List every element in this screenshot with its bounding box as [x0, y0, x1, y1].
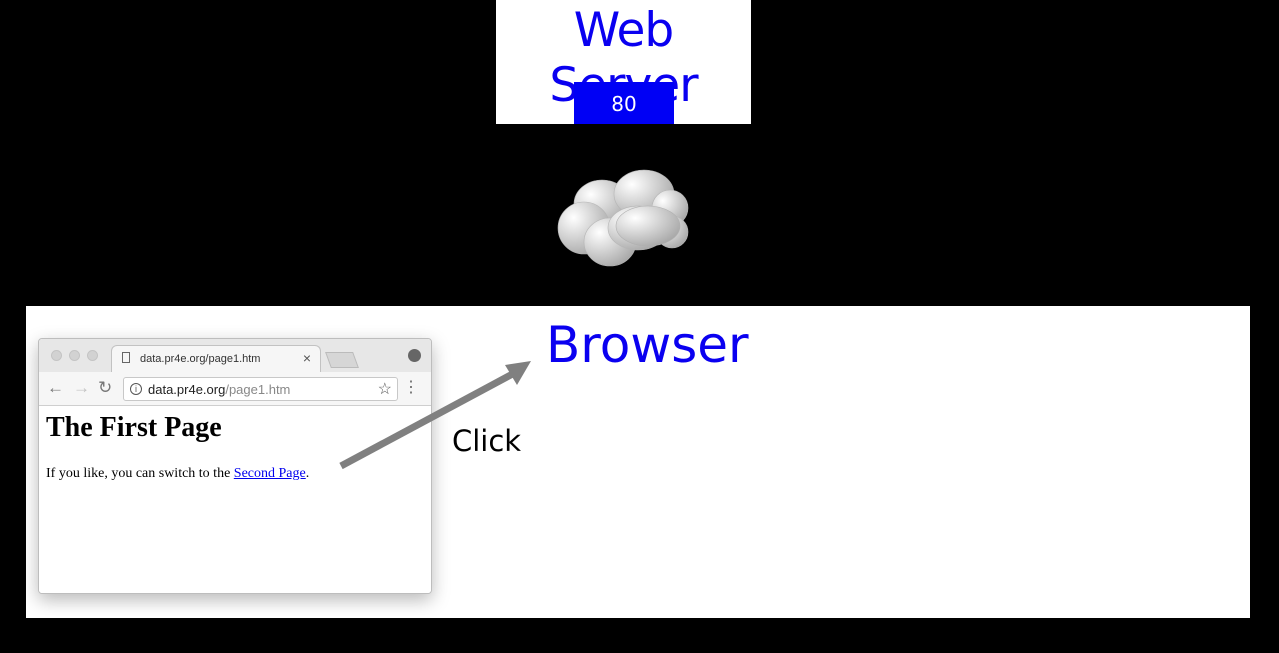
address-url: data.pr4e.org/page1.htm [148, 382, 290, 397]
page-heading: The First Page [46, 412, 222, 443]
maximize-window-dot[interactable] [87, 350, 98, 361]
cloud-icon [557, 169, 689, 267]
minimize-window-dot[interactable] [69, 350, 80, 361]
port-box: 80 [574, 82, 674, 124]
browser-label: Browser [546, 316, 749, 374]
page-text-before: If you like, you can switch to the [46, 466, 234, 481]
tab-bar: data.pr4e.org/page1.htm × [39, 339, 431, 372]
page-text-after: . [305, 466, 310, 481]
info-icon[interactable]: i [130, 383, 142, 395]
address-path: /page1.htm [225, 382, 291, 397]
new-tab-button[interactable] [325, 352, 359, 368]
address-bar[interactable]: i data.pr4e.org/page1.htm ☆ [123, 377, 398, 401]
profile-icon[interactable] [408, 349, 421, 362]
document-icon [122, 352, 130, 363]
forward-icon[interactable]: → [73, 378, 90, 397]
page-paragraph: If you like, you can switch to the Secon… [46, 466, 309, 482]
browser-tab[interactable]: data.pr4e.org/page1.htm × [111, 345, 321, 372]
page-content: The First Page If you like, you can swit… [39, 406, 431, 593]
menu-icon[interactable]: ⋮ [403, 379, 419, 396]
address-host: data.pr4e.org [148, 382, 226, 397]
close-window-dot[interactable] [51, 350, 62, 361]
reload-icon[interactable]: ↻ [98, 378, 113, 397]
click-label: Click [452, 424, 522, 458]
web-server-box: Web Server 80 [496, 0, 751, 124]
tab-close-icon[interactable]: × [302, 350, 311, 366]
bookmark-star-icon[interactable]: ☆ [377, 381, 392, 398]
browser-toolbar: ← → ↻ i data.pr4e.org/page1.htm ☆ ⋮ [39, 372, 431, 406]
tab-title: data.pr4e.org/page1.htm [140, 353, 261, 365]
browser-panel: Browser Click data.pr4e.org/page1.htm × … [26, 306, 1250, 618]
second-page-link[interactable]: Second Page [233, 466, 306, 481]
browser-window: data.pr4e.org/page1.htm × ← → ↻ i data.p… [38, 338, 432, 594]
arrow-head [505, 361, 531, 385]
back-icon[interactable]: ← [47, 378, 64, 397]
